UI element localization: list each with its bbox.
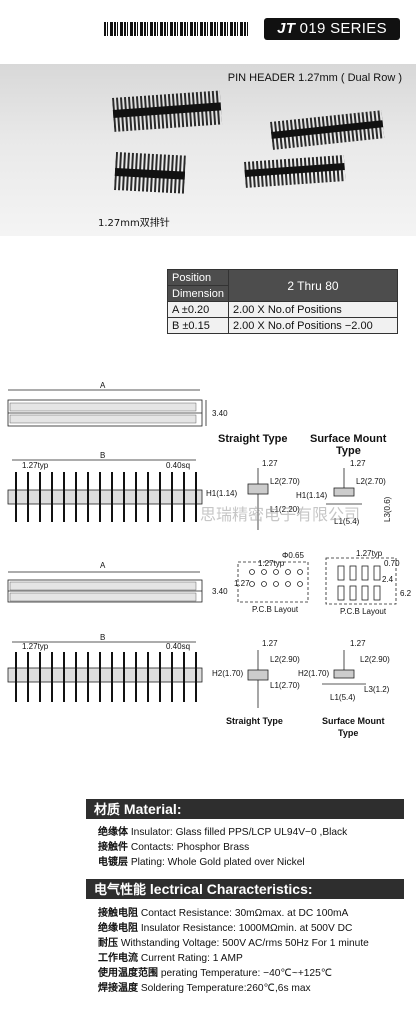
photo-title: PIN HEADER 1.27mm ( Dual Row ) bbox=[227, 72, 402, 84]
electrical-item: 工作电流 Current Rating: 1 AMP bbox=[98, 953, 243, 964]
dim-phi: Φ0.65 bbox=[282, 551, 305, 560]
header-photo-4 bbox=[244, 155, 346, 188]
row-value: 2.00 X No.of Positions bbox=[227, 301, 398, 318]
row-name: A ±0.20 bbox=[167, 301, 229, 318]
row-name: B ±0.15 bbox=[167, 317, 229, 334]
smt-b1: Surface Mount bbox=[322, 716, 385, 726]
label-b-2: B bbox=[100, 633, 105, 642]
sq-label-2: 0.40sq bbox=[166, 642, 190, 651]
dim-l3-06: L3(0.6) bbox=[383, 496, 392, 522]
electrical-item: 焊接温度 Soldering Temperature:260℃,6s max bbox=[98, 983, 311, 994]
label-a: A bbox=[100, 381, 106, 390]
pin-row-2 bbox=[9, 581, 197, 602]
smt-title-2: Type bbox=[336, 445, 361, 457]
material-item: 接触件 Contacts: Phosphor Brass bbox=[98, 842, 250, 853]
dimension-label: Dimension bbox=[167, 285, 229, 302]
dim-l2-270: L2(2.70) bbox=[270, 477, 300, 486]
row-value: 2.00 X No.of Positions −2.00 bbox=[227, 317, 398, 334]
thru-cell: 2 Thru 80 bbox=[227, 269, 398, 302]
header-photo-1 bbox=[111, 90, 223, 132]
dim-l3-12: L3(1.2) bbox=[364, 685, 390, 694]
table-row: A ±0.20 2.00 X No.of Positions bbox=[167, 301, 398, 318]
photo-caption: 1.27mm双排针 bbox=[98, 218, 170, 229]
dim-62: 6.2 bbox=[400, 589, 412, 598]
material-item: 绝缘体 Insulator: Glass filled PPS/LCP UL94… bbox=[98, 827, 348, 838]
dim-h1-a: H1(1.14) bbox=[206, 489, 237, 498]
sq-label: 0.40sq bbox=[166, 461, 190, 470]
electrical-item: 绝缘电阻 Insulator Resistance: 1000MΩmin. at… bbox=[98, 923, 353, 934]
header-photo-3 bbox=[114, 152, 186, 194]
header-photo-2 bbox=[270, 110, 385, 150]
material-heading: 材质 Material: bbox=[86, 799, 404, 819]
dim-l2-270-b: L2(2.70) bbox=[356, 477, 386, 486]
electrical-item: 耐压 Withstanding Voltage: 500V AC/rms 50H… bbox=[98, 938, 369, 949]
dim-127-d: 1.27 bbox=[350, 639, 366, 648]
pin-row-1 bbox=[9, 402, 197, 424]
dim-l2-290-b: L2(2.90) bbox=[360, 655, 390, 664]
dim-127-a: 1.27 bbox=[262, 459, 278, 468]
technical-drawing: A 3.40 B 1.27typ 0.40sq Straight Type Su… bbox=[7, 381, 412, 738]
material-title-cn: 材质 bbox=[94, 803, 121, 818]
dim-340: 3.40 bbox=[212, 409, 228, 418]
dim-pcb-typ: 1.27typ bbox=[258, 559, 285, 568]
table-row: B ±0.15 2.00 X No.of Positions −2.00 bbox=[167, 317, 398, 334]
smt-b2: Type bbox=[338, 728, 358, 738]
dimension-table: Position 2 Thru 80 Dimension A ±0.20 2.0… bbox=[167, 269, 398, 334]
electrical-item: 使用温度范围 perating Temperature: −40℃~+125℃ bbox=[98, 968, 333, 979]
pin-header-photo-svg bbox=[111, 90, 385, 194]
series-prefix: JT bbox=[277, 20, 296, 37]
material-title-en: Material: bbox=[120, 801, 182, 817]
dim-070: 0.70 bbox=[384, 559, 400, 568]
typ-label-2: 1.27typ bbox=[22, 642, 49, 651]
electrical-title-cn: 电气性能 bbox=[94, 883, 147, 898]
series-badge: JT 019 SERIES bbox=[264, 18, 400, 40]
dim-l1-54-b: L1(5.4) bbox=[330, 693, 356, 702]
pcb-layout-label-2: P.C.B Layout bbox=[340, 607, 387, 616]
pcb-holes bbox=[249, 569, 303, 587]
dim-340-2: 3.40 bbox=[212, 587, 228, 596]
dim-h2-a: H2(1.70) bbox=[212, 669, 243, 678]
dim-127-b: 1.27 bbox=[350, 459, 366, 468]
smt-title-1: Surface Mount bbox=[310, 433, 387, 445]
typ-label: 1.27typ bbox=[22, 461, 49, 470]
dim-24: 2.4 bbox=[382, 575, 394, 584]
dim-h2-b: H2(1.70) bbox=[298, 669, 329, 678]
straight-type-title: Straight Type bbox=[218, 433, 287, 445]
dim-l2-290: L2(2.90) bbox=[270, 655, 300, 664]
label-a-2: A bbox=[100, 561, 106, 570]
series-name: 019 SERIES bbox=[295, 20, 387, 37]
electrical-heading: 电气性能 lectrical Characteristics: bbox=[86, 879, 404, 899]
material-item: 电镀层 Plating: Whole Gold plated over Nick… bbox=[98, 857, 305, 868]
dim-pcb-typ-2: 1.27typ bbox=[356, 549, 383, 558]
dim-h1-b: H1(1.14) bbox=[296, 491, 327, 500]
electrical-item: 接触电阻 Contact Resistance: 30mΩmax. at DC … bbox=[98, 908, 349, 919]
dim-l1-270: L1(2.70) bbox=[270, 681, 300, 690]
straight-type-b: Straight Type bbox=[226, 716, 283, 726]
pin-row-side-2 bbox=[15, 652, 197, 702]
company-watermark: 思瑞精密电子有限公司 bbox=[200, 505, 360, 524]
dim-127-c: 1.27 bbox=[262, 639, 278, 648]
pcb-layout-label: P.C.B Layout bbox=[252, 605, 299, 614]
dim-127-pcb: 1.27 bbox=[234, 579, 250, 588]
pcb-pads bbox=[337, 565, 381, 601]
label-b: B bbox=[100, 451, 105, 460]
position-label: Position bbox=[167, 269, 229, 286]
product-photo bbox=[0, 64, 416, 236]
pin-row-side-1 bbox=[15, 472, 197, 522]
barcode-graphic bbox=[104, 22, 250, 36]
electrical-title-en: lectrical Characteristics: bbox=[146, 881, 313, 897]
dim-l1-54: L1(5.4) bbox=[334, 517, 360, 526]
dim-l1-220: L1(2.20) bbox=[270, 505, 300, 514]
